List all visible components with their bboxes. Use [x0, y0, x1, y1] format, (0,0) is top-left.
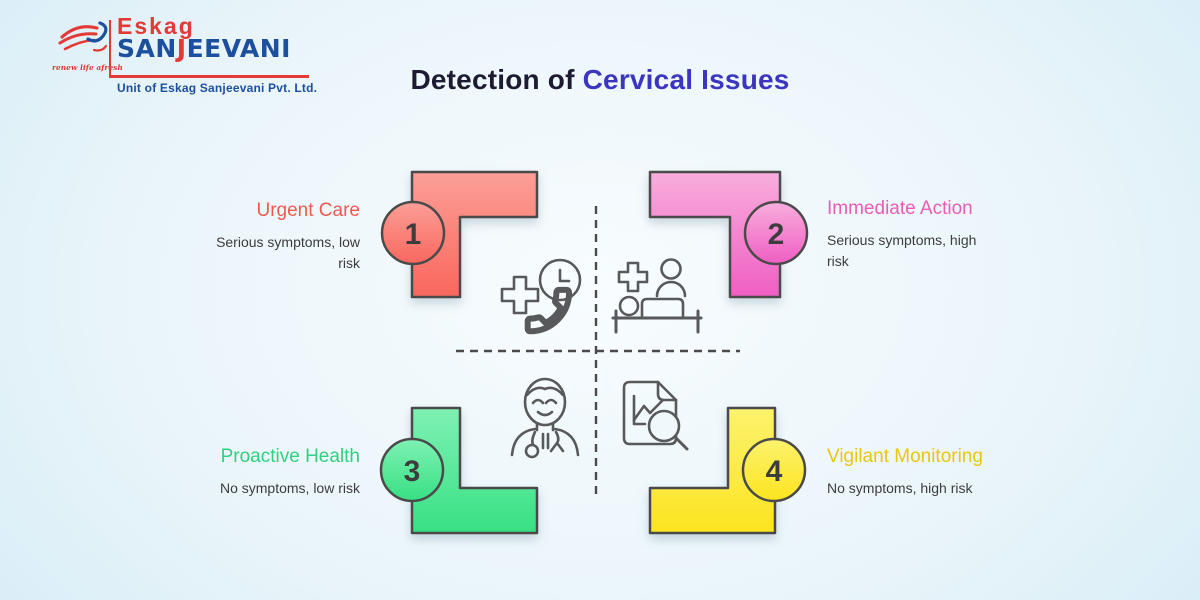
quadrant-shape-3: 3: [379, 406, 539, 535]
quadrant-title-3: Proactive Health: [220, 446, 360, 467]
page-title-prefix: Detection of: [410, 64, 583, 95]
quadrant-shape-2: 2: [648, 170, 809, 299]
page-title: Detection of Cervical Issues: [0, 64, 1200, 96]
quadrant-number-4: 4: [766, 455, 783, 488]
logo-wordmark: Eskag SANJEEVANI: [117, 14, 291, 62]
logo-horizontal-rule: [109, 75, 309, 78]
quadrant-title-2: Immediate Action: [827, 198, 973, 219]
dashed-axes: [456, 206, 740, 500]
quadrant-description-4: No symptoms, high risk: [827, 480, 973, 496]
logo-unit-line: Unit of Eskag Sanjeevani Pvt. Ltd.: [117, 81, 318, 95]
quadrant-label-4: Vigilant Monitoring No symptoms, high ri…: [827, 446, 1047, 499]
doctor-icon: [510, 377, 580, 459]
logo-brand-seg1: SAN: [117, 34, 177, 63]
emergency-call-icon: [500, 258, 582, 335]
logo-bird-icon: [58, 21, 108, 52]
quadrant-title-1: Urgent Care: [256, 200, 361, 221]
logo-brand-seg2: EEVANI: [186, 34, 291, 63]
quadrant-number-2: 2: [768, 218, 785, 251]
quadrant-label-1: Urgent Care Serious symptoms, low risk: [140, 200, 360, 274]
hospital-bed-icon: [611, 258, 703, 334]
quadrant-label-3: Proactive Health No symptoms, low risk: [140, 446, 360, 499]
logo-brand-j: J: [176, 34, 187, 63]
quadrant-number-3: 3: [404, 455, 421, 488]
logo-brand-first: Eskag: [117, 13, 195, 39]
quadrant-description-3: No symptoms, low risk: [219, 480, 360, 496]
brand-logo: renew life afresh Eskag SANJEEVANI Unit …: [52, 12, 332, 104]
quadrant-description-1: Serious symptoms, low risk: [216, 234, 360, 271]
report-analysis-icon: [622, 380, 689, 451]
logo-tagline: renew life afresh: [52, 63, 123, 72]
logo-brand-main: SANJEEVANI: [117, 36, 291, 62]
page-title-highlight: Cervical Issues: [582, 64, 790, 95]
quadrant-label-2: Immediate Action Serious symptoms, high …: [827, 198, 1047, 272]
logo-vertical-rule: [109, 20, 111, 78]
quadrant-description-2: Serious symptoms, high risk: [827, 232, 977, 269]
quadrant-number-1: 1: [405, 218, 422, 251]
quadrant-shape-4: 4: [648, 406, 807, 535]
quadrant-title-4: Vigilant Monitoring: [827, 446, 983, 467]
quadrant-shape-1: 1: [380, 170, 539, 299]
